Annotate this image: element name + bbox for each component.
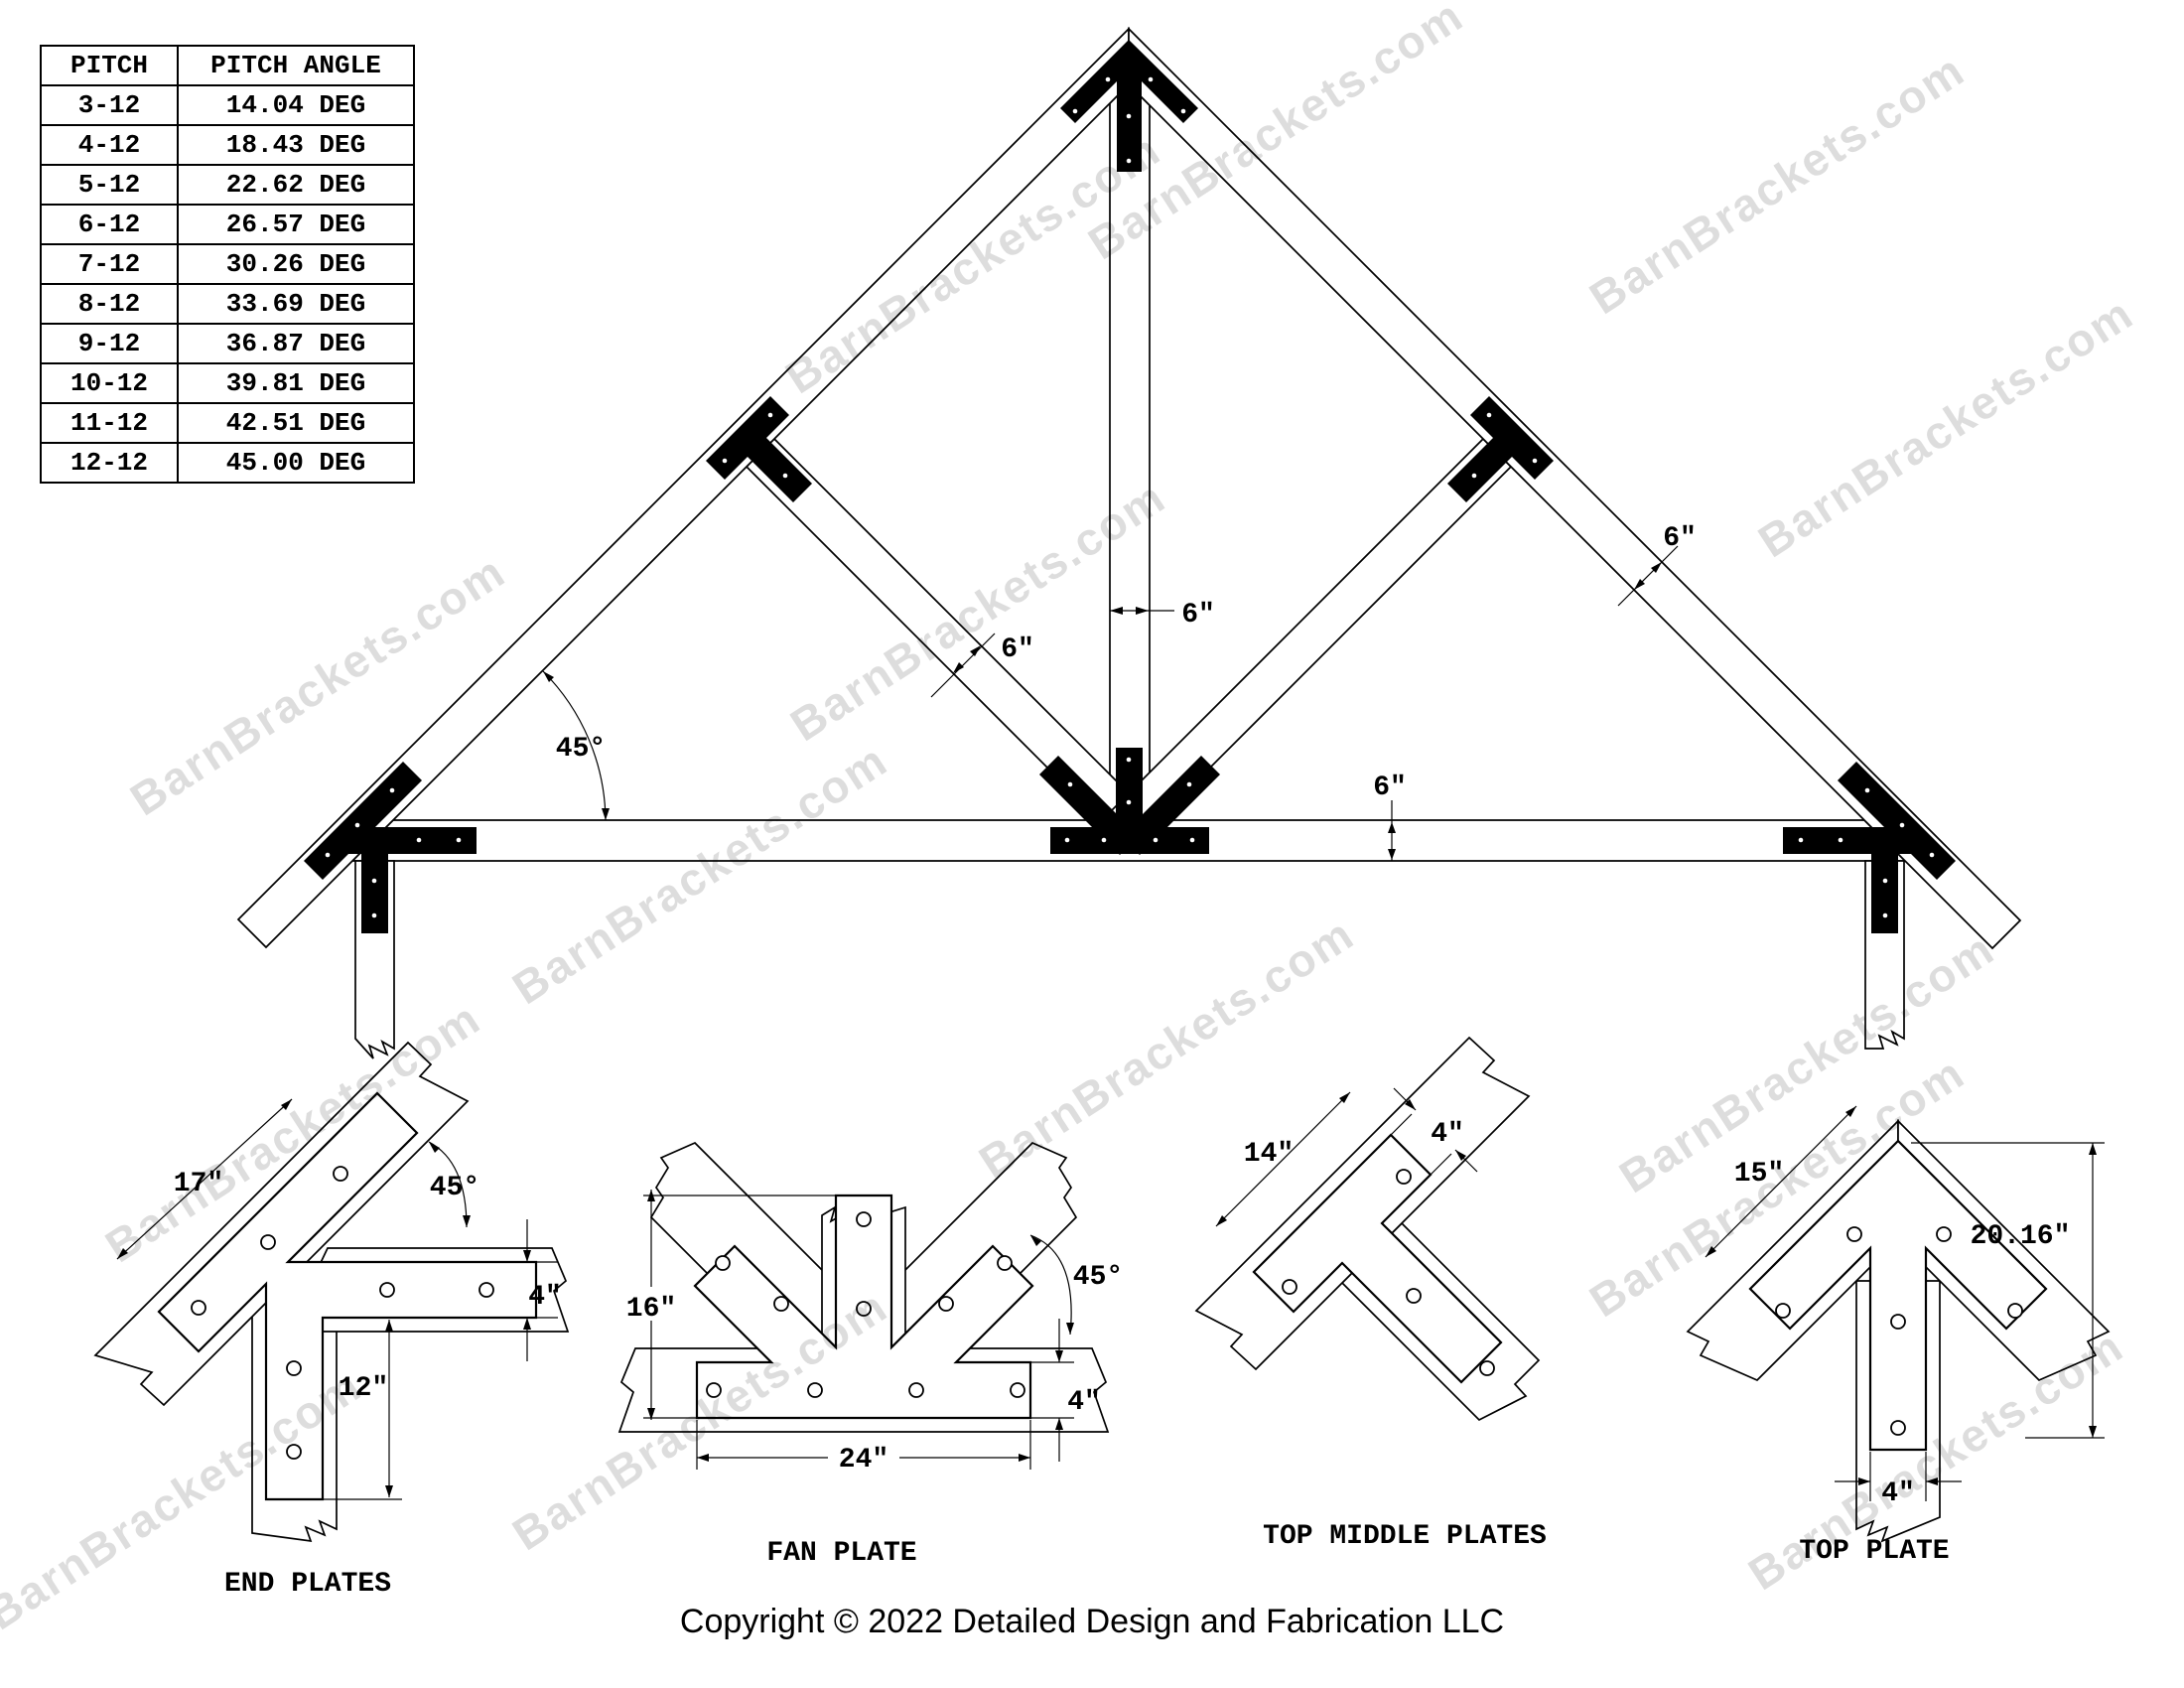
angle-cell: 14.04 DEG xyxy=(177,84,415,126)
top-plate-outline xyxy=(1748,1139,2048,1452)
right-top-middle-bracket xyxy=(1470,396,1554,480)
dim-fan-plate-height: 16" xyxy=(626,1294,676,1325)
dim-top-plate-width: 4" xyxy=(1881,1478,1915,1509)
detail-top-plate: 15" 20.16" 4" TOP PLATE xyxy=(1686,1105,2111,1567)
detail-top-middle-plates: 14" 4" TOP MIDDLE PLATES xyxy=(1194,1036,1547,1552)
dim-fan-plate-base: 24" xyxy=(839,1445,888,1476)
angle-cell: 36.87 DEG xyxy=(177,323,415,364)
table-header-row: PITCH PITCH ANGLE xyxy=(40,45,415,86)
angle-cell: 26.57 DEG xyxy=(177,204,415,245)
pitch-cell: 5-12 xyxy=(40,164,179,206)
caption-end-plates: END PLATES xyxy=(224,1569,391,1600)
dim-heel-angle: 45° xyxy=(556,734,606,765)
dim-web-width: 6" xyxy=(1001,634,1034,665)
dim-top-plate-length: 15" xyxy=(1734,1159,1784,1190)
peak-top-plate-bracket xyxy=(1060,40,1198,172)
dim-chord-height: 6" xyxy=(1373,773,1407,803)
caption-fan-plate: FAN PLATE xyxy=(766,1538,916,1569)
pitch-cell: 3-12 xyxy=(40,84,179,126)
pitch-cell: 6-12 xyxy=(40,204,179,245)
pitch-cell: 8-12 xyxy=(40,283,179,325)
dim-end-plate-angle: 45° xyxy=(430,1173,479,1203)
dim-end-plate-width: 4" xyxy=(528,1282,562,1313)
pitch-cell: 12-12 xyxy=(40,442,179,484)
dim-top-plate-height: 20.16" xyxy=(1971,1221,2071,1252)
king-post xyxy=(1109,82,1151,821)
angle-cell: 45.00 DEG xyxy=(177,442,415,484)
table-header-pitch-angle: PITCH ANGLE xyxy=(177,45,415,86)
dim-king-post-width: 6" xyxy=(1181,600,1215,631)
copyright-line: Copyright © 2022 Detailed Design and Fab… xyxy=(679,1603,1505,1640)
dim-end-plate-length: 17" xyxy=(174,1169,223,1199)
end-plate-outline xyxy=(157,1091,538,1501)
truss-brackets xyxy=(304,40,1956,933)
left-web xyxy=(745,437,1159,821)
dim-fan-plate-width: 4" xyxy=(1067,1387,1101,1418)
top-middle-plate-outline xyxy=(1252,1133,1503,1384)
angle-cell: 30.26 DEG xyxy=(177,243,415,285)
pitch-cell: 11-12 xyxy=(40,402,179,444)
pitch-cell: 4-12 xyxy=(40,124,179,166)
angle-cell: 18.43 DEG xyxy=(177,124,415,166)
fan-plate-bracket xyxy=(1039,748,1220,855)
dim-rafter-width: 6" xyxy=(1663,523,1697,554)
left-top-middle-bracket xyxy=(706,396,789,480)
table-header-pitch: PITCH xyxy=(40,45,179,86)
right-end-plate-bracket xyxy=(1783,762,1956,933)
dim-top-middle-length: 14" xyxy=(1244,1139,1294,1170)
pitch-cell: 7-12 xyxy=(40,243,179,285)
pitch-cell: 9-12 xyxy=(40,323,179,364)
angle-cell: 42.51 DEG xyxy=(177,402,415,444)
right-web xyxy=(1099,437,1513,821)
caption-top-middle-plates: TOP MIDDLE PLATES xyxy=(1263,1521,1547,1552)
angle-cell: 39.81 DEG xyxy=(177,362,415,404)
caption-top-plate: TOP PLATE xyxy=(1799,1536,1949,1567)
left-end-plate-bracket xyxy=(304,762,477,933)
dim-top-middle-width: 4" xyxy=(1431,1119,1464,1150)
truss-diagram: 6" 6" 6" 6" 45° xyxy=(236,26,2022,1059)
detail-fan-plate: 16" 45° 4" 24" FAN PLATE xyxy=(617,1141,1123,1569)
dim-end-plate-drop: 12" xyxy=(339,1373,388,1404)
dim-fan-plate-angle: 45° xyxy=(1073,1262,1123,1293)
truss-dimensions: 6" 6" 6" 6" 45° xyxy=(542,523,1697,861)
detail-end-plates: 17" 45° 4" 12" END PLATES xyxy=(93,1041,570,1600)
pitch-cell: 10-12 xyxy=(40,362,179,404)
angle-cell: 33.69 DEG xyxy=(177,283,415,325)
angle-cell: 22.62 DEG xyxy=(177,164,415,206)
